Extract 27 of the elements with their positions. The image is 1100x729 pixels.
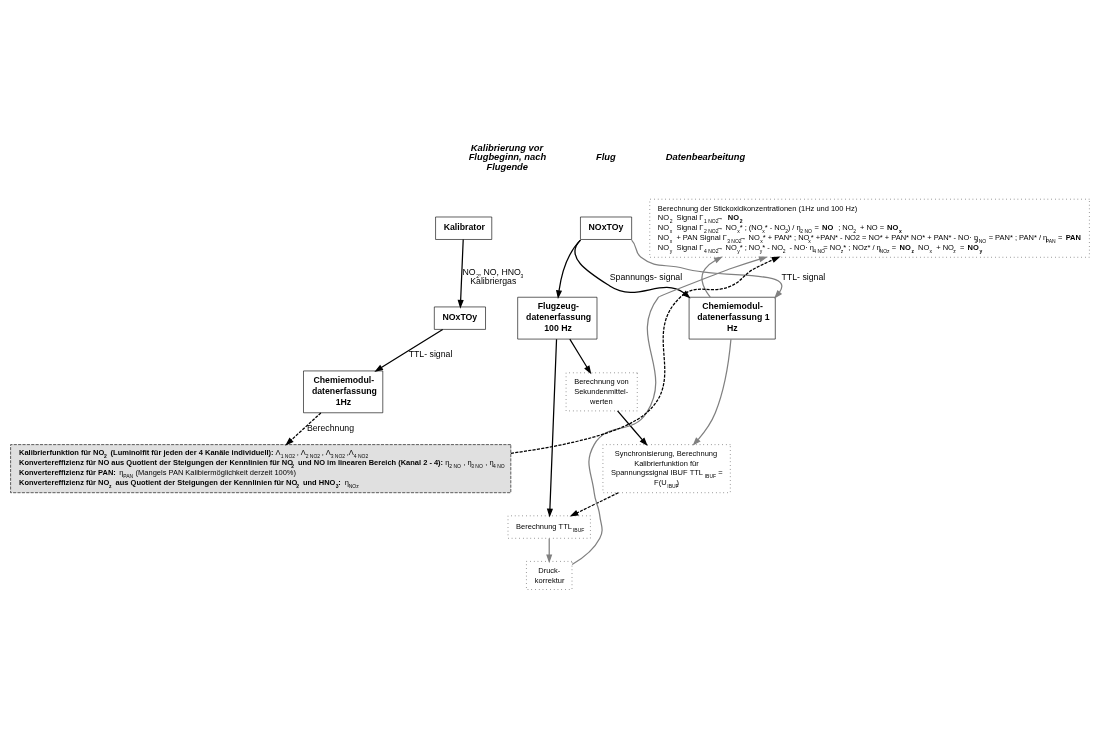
arrow xyxy=(457,238,464,309)
node-box: Chemiemodul- datenerfassung 1Hz xyxy=(303,370,384,413)
arrow xyxy=(692,338,732,446)
node-box: NOxTOy xyxy=(580,216,632,240)
edge-label: TTL- signal xyxy=(408,348,453,359)
edge-label: TTL- signal xyxy=(781,271,826,282)
arrow xyxy=(569,338,592,374)
node-box: Kalibrator xyxy=(435,216,493,240)
edge-label: NO$_{2}$, NO, HNO$_{3}$ Kalibriergas xyxy=(462,266,524,286)
edge-label: Spannungs- signal xyxy=(609,271,683,282)
arrow xyxy=(374,328,444,372)
arrow xyxy=(510,256,781,454)
label: Datenbearbeitung xyxy=(665,151,746,162)
arrow xyxy=(571,255,768,565)
arrow xyxy=(546,338,558,517)
arrow xyxy=(616,409,648,446)
arrow xyxy=(556,238,582,299)
arrow xyxy=(631,238,783,299)
node-box: Flugzeug- datenerfassung 100 Hz xyxy=(517,296,598,339)
node-box: NOxTOy xyxy=(434,306,486,330)
arrow xyxy=(569,491,619,516)
label: Flug xyxy=(596,151,616,162)
edge-label: Berechnung xyxy=(306,422,355,433)
label: Kalibrierung vor Flugbeginn, nach Flugende xyxy=(468,142,547,172)
node-box: Chemiemodul- datenerfassung 1 Hz xyxy=(688,296,776,339)
arrow xyxy=(285,411,322,446)
arrow xyxy=(701,255,723,298)
